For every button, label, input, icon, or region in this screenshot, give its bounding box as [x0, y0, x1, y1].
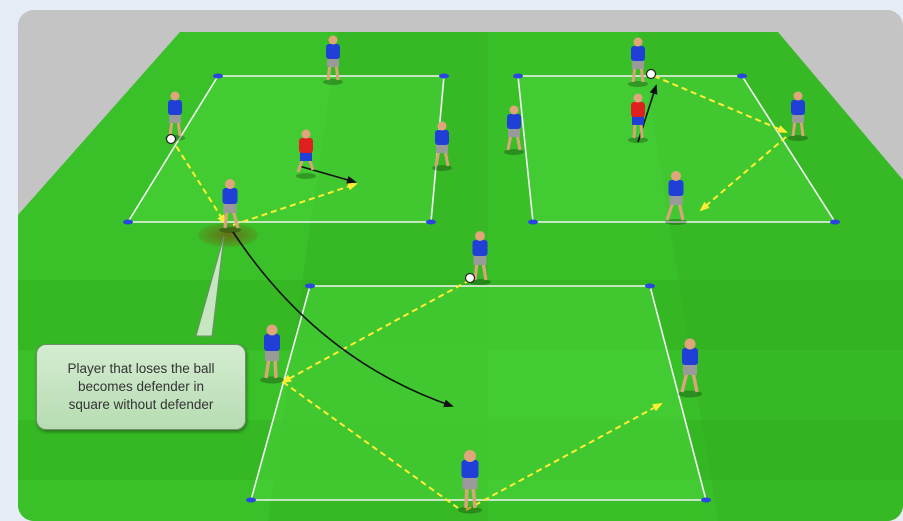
attacker-player: [678, 338, 702, 398]
cone: [528, 219, 538, 225]
pass-arrow: [281, 279, 471, 383]
cone: [439, 73, 449, 79]
attacker-player: [788, 91, 808, 141]
defender-player: [296, 129, 316, 179]
ball: [645, 68, 657, 80]
pass-arrow: [653, 75, 788, 133]
cone: [701, 497, 711, 503]
attacker-player: [260, 324, 284, 384]
callout-text: Player that loses the ball becomes defen…: [67, 361, 215, 412]
diagram-frame: Player that loses the ball becomes defen…: [18, 10, 903, 521]
cone: [513, 73, 523, 79]
cone: [246, 497, 256, 503]
training-pitch: [18, 10, 903, 521]
cone: [830, 219, 840, 225]
attacker-player: [628, 37, 648, 87]
pass-arrow: [465, 403, 663, 511]
cone: [305, 283, 315, 289]
attacker-player: [504, 105, 524, 155]
square-top-right: [518, 76, 835, 222]
cone: [426, 219, 436, 225]
attacker-player: [469, 231, 491, 285]
ball: [464, 272, 476, 284]
ball-loser-player: [219, 179, 241, 233]
attacker-player: [323, 35, 343, 85]
pass-arrow: [699, 136, 787, 212]
defender-player: [628, 93, 648, 143]
ball-loss-zone: [198, 223, 258, 247]
attacker-player: [432, 121, 452, 171]
square-top-left: [128, 76, 444, 222]
callout-note: Player that loses the ball becomes defen…: [36, 344, 246, 430]
square-bottom: [251, 286, 706, 500]
cone: [213, 73, 223, 79]
cone: [737, 73, 747, 79]
attacker-player: [458, 450, 482, 514]
pass-arrow: [282, 381, 459, 509]
cone: [645, 283, 655, 289]
pass-arrow: [232, 182, 358, 226]
cone: [123, 219, 133, 225]
ball: [165, 133, 177, 145]
run-arrow: [232, 231, 454, 408]
pass-arrow: [170, 137, 227, 225]
attacker-player: [665, 171, 687, 225]
callout-pointer: [195, 235, 225, 337]
run-arrow: [298, 165, 357, 184]
